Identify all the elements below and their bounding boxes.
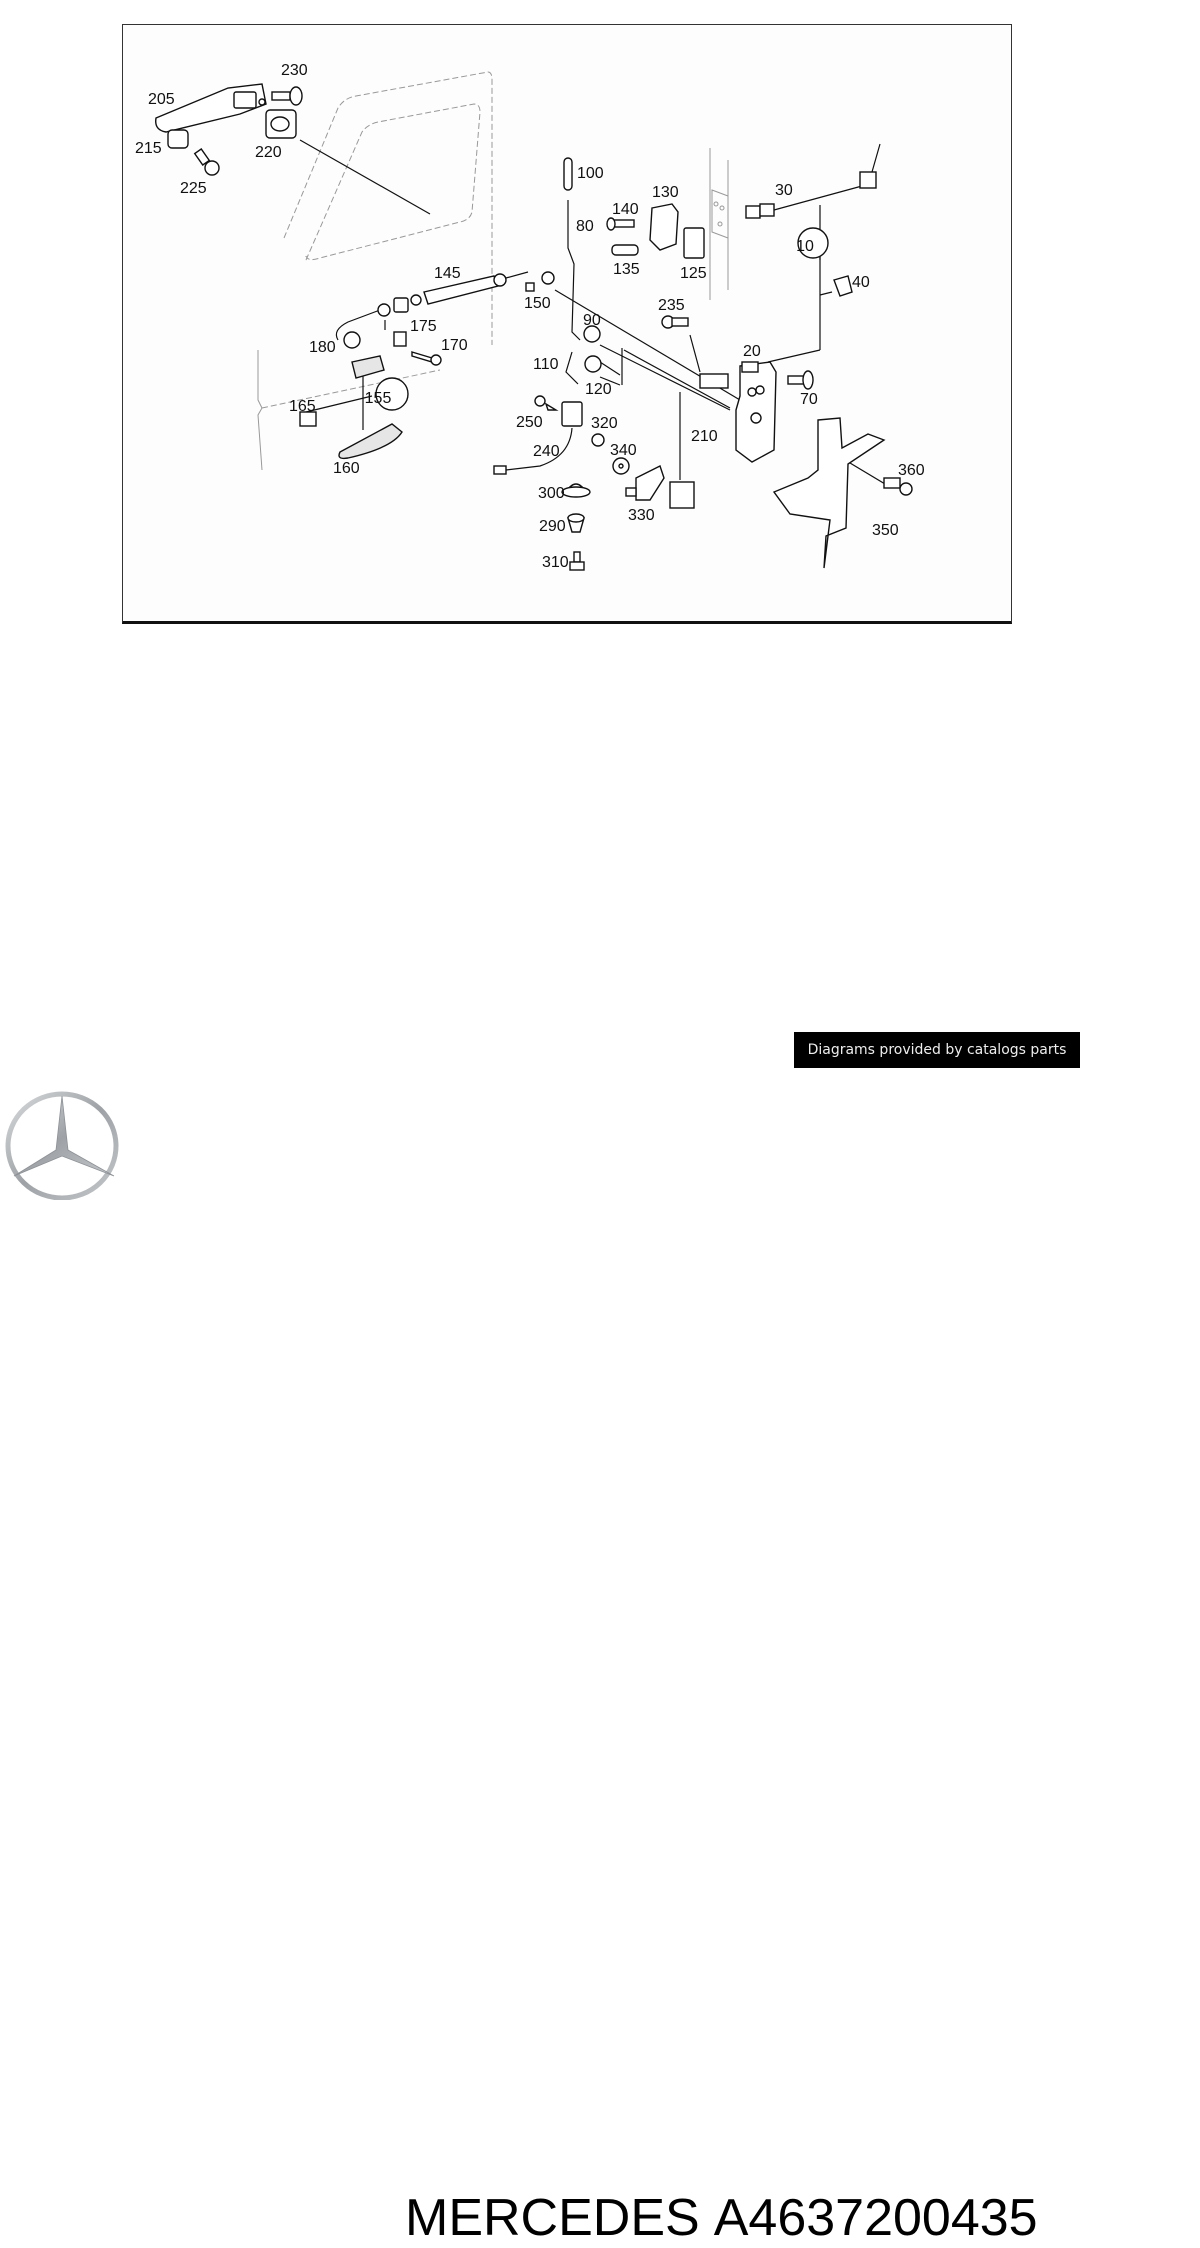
callout-140: 140	[612, 201, 639, 218]
callout-360: 360	[898, 462, 925, 479]
callout-235: 235	[658, 297, 685, 314]
callout-30: 30	[775, 182, 793, 199]
callout-120: 120	[585, 381, 612, 398]
callout-240: 240	[533, 443, 560, 460]
callout-20: 20	[743, 343, 761, 360]
part-shapes	[155, 83, 913, 571]
callout-225: 225	[180, 180, 207, 197]
callout-175: 175	[410, 318, 437, 335]
door-outline	[257, 71, 729, 471]
callout-230: 230	[281, 62, 308, 79]
callout-310: 310	[542, 554, 569, 571]
callout-125: 125	[680, 265, 707, 282]
callout-70: 70	[800, 391, 818, 408]
callout-300: 300	[538, 485, 565, 502]
mercedes-star-icon	[5, 1091, 119, 1200]
callout-labels: 205 230 215 220 225 100 130 140 30 80 10 135 125 145 4…	[135, 62, 925, 571]
callout-205: 205	[148, 91, 175, 108]
exploded-parts-diagram: 205 230 215 220 225 100 130 140 30 80 10 135 125 145 4…	[135, 62, 925, 571]
credit-banner-text: Diagrams provided by catalogs parts	[807, 1042, 1067, 1058]
callout-90: 90	[583, 312, 601, 329]
callout-180: 180	[309, 339, 336, 356]
callout-110: 110	[533, 356, 559, 373]
brand-name: MERCEDES	[405, 2189, 700, 2247]
callout-135: 135	[613, 261, 640, 278]
callout-155: 155	[365, 390, 392, 407]
callout-10: 10	[796, 238, 814, 255]
callout-170: 170	[441, 337, 468, 354]
callout-100: 100	[577, 165, 604, 182]
callout-80: 80	[576, 218, 594, 235]
credit-banner: Diagrams provided by catalogs parts	[794, 1032, 1080, 1068]
callout-215: 215	[135, 140, 162, 157]
callout-250: 250	[516, 414, 543, 431]
callout-350: 350	[872, 522, 899, 539]
callout-130: 130	[652, 184, 679, 201]
callout-340: 340	[610, 442, 637, 459]
callout-165: 165	[289, 398, 316, 415]
callout-220: 220	[255, 144, 282, 161]
callout-145: 145	[434, 265, 461, 282]
callout-40: 40	[852, 274, 870, 291]
callout-290: 290	[539, 518, 566, 535]
callout-160: 160	[333, 460, 360, 477]
callout-320: 320	[591, 415, 618, 432]
callout-210: 210	[691, 428, 718, 445]
part-number: A4637200435	[713, 2189, 1038, 2247]
callout-330: 330	[628, 507, 655, 524]
callout-150: 150	[524, 295, 551, 312]
